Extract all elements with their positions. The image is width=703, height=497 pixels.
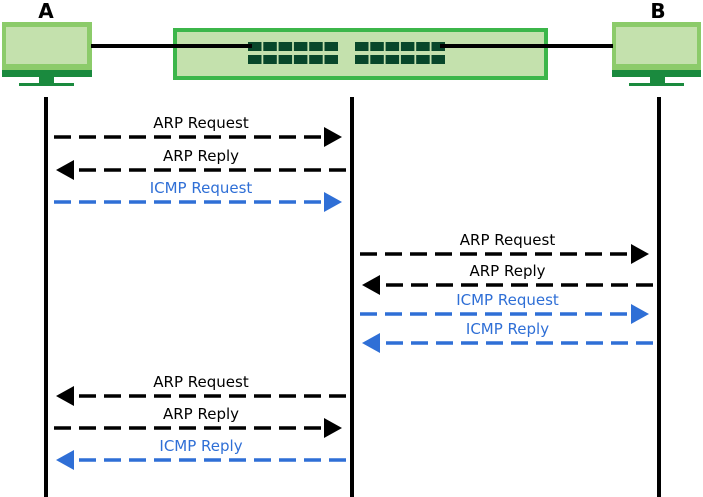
message-label: ARP Reply	[163, 147, 239, 165]
message-arrow: ICMP Reply	[56, 437, 346, 470]
message-arrow: ARP Request	[54, 114, 342, 147]
message-label: ARP Request	[153, 114, 249, 132]
switch-icon	[173, 28, 548, 80]
switch-port	[309, 55, 323, 64]
message-arrow: ICMP Request	[54, 179, 342, 212]
arrowhead-right-icon	[631, 304, 649, 324]
switch-ports	[248, 42, 445, 64]
switch-port	[431, 42, 445, 51]
message-arrow: ARP Reply	[362, 262, 653, 295]
switch-port	[309, 42, 323, 51]
node-label-a: A	[38, 0, 54, 23]
arrowhead-left-icon	[362, 275, 380, 295]
switch-port	[293, 55, 308, 64]
arrowhead-left-icon	[56, 386, 74, 406]
network-switch	[173, 28, 548, 80]
node-label-b: B	[650, 0, 665, 23]
message-label: ICMP Reply	[466, 320, 549, 338]
switch-port	[248, 55, 262, 64]
arrowhead-left-icon	[56, 450, 74, 470]
switch-port	[263, 42, 277, 51]
switch-port	[431, 55, 445, 64]
message-label: ICMP Request	[150, 179, 253, 197]
switch-port	[263, 55, 277, 64]
monitor-icon	[2, 22, 92, 86]
arrowhead-right-icon	[324, 127, 342, 147]
arrowhead-left-icon	[362, 333, 380, 353]
message-label: ARP Request	[460, 231, 556, 249]
lifelines	[44, 97, 661, 497]
message-arrow: ARP Reply	[56, 147, 346, 180]
switch-port	[370, 55, 384, 64]
switch-port	[400, 55, 415, 64]
message-arrow: ARP Request	[360, 231, 649, 264]
arrowhead-right-icon	[324, 418, 342, 438]
arrowhead-right-icon	[631, 244, 649, 264]
monitor-icon	[612, 22, 701, 86]
computer-a: A	[2, 0, 92, 86]
message-label: ICMP Reply	[159, 437, 242, 455]
message-arrow: ARP Request	[56, 373, 346, 406]
switch-port	[278, 55, 293, 64]
switch-port	[293, 42, 308, 51]
arrowhead-right-icon	[324, 192, 342, 212]
switch-port	[370, 42, 384, 51]
switch-port	[324, 42, 338, 51]
switch-port	[355, 42, 369, 51]
message-label: ARP Reply	[469, 262, 545, 280]
switch-port	[416, 55, 430, 64]
switch-port	[400, 42, 415, 51]
message-label: ARP Request	[153, 373, 249, 391]
arrowhead-left-icon	[56, 160, 74, 180]
message-arrow: ARP Reply	[54, 405, 342, 438]
message-arrow: ICMP Request	[360, 291, 649, 324]
switch-port	[324, 55, 338, 64]
message-arrow: ICMP Reply	[362, 320, 653, 353]
message-label: ICMP Request	[456, 291, 559, 309]
switch-port	[385, 42, 400, 51]
switch-port	[416, 42, 430, 51]
switch-port	[385, 55, 400, 64]
computer-b: B	[612, 0, 701, 86]
switch-port	[278, 42, 293, 51]
message-label: ARP Reply	[163, 405, 239, 423]
switch-port	[248, 42, 262, 51]
switch-port	[355, 55, 369, 64]
